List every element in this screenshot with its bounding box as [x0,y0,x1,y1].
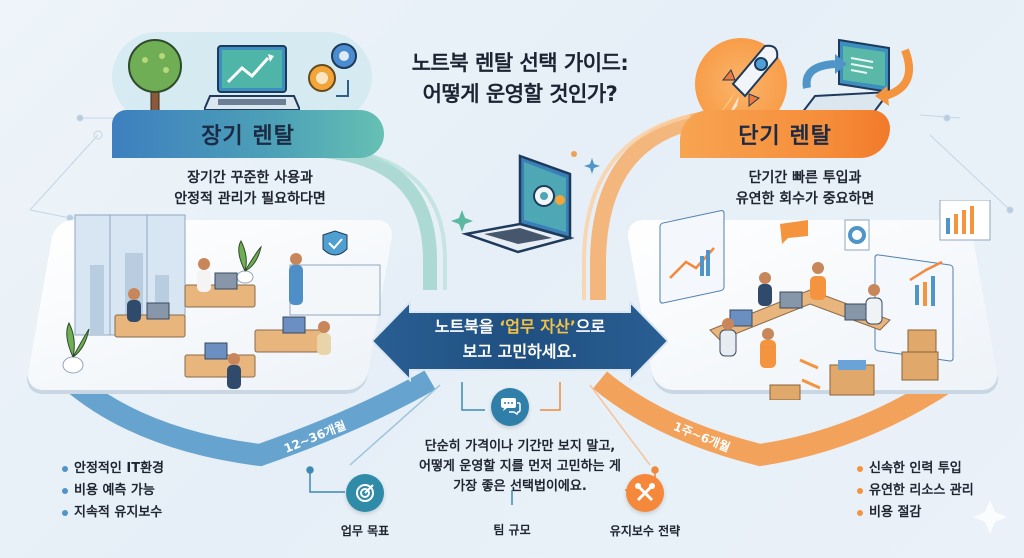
list-item: 비용 절감 [857,502,974,524]
factor-team-size: 팀 규모 [493,523,531,537]
bullet-dot [62,466,68,472]
title-line-2: 어떻게 운영할 것인가? [422,82,618,106]
short-term-heading: 단기 렌탈 [738,124,832,149]
factor-business-goal: 업무 목표 [330,474,400,539]
factor-label: 유지보수 전략 [609,524,681,538]
factor-label: 업무 목표 [340,524,390,538]
center-message: 노트북을 ‘업무 자산’으로 보고 고민하세요. [434,317,606,361]
list-item: 지속적 유지보수 [62,502,164,524]
highlight-business-asset: ‘업무 자산’ [499,317,576,336]
tree-icon [125,39,185,120]
title-line-1: 노트북 렌탈 선택 가이드: [411,51,629,75]
list-item: 안정적인 IT환경 [62,458,164,480]
page-title: 노트북 렌탈 선택 가이드: 어떻게 운영할 것인가? [360,48,680,110]
long-term-subtitle: 장기간 꾸준한 사용과 안정적 관리가 필요하다면 [174,170,326,207]
short-term-subtitle: 단기간 빠른 투입과 유연한 회수가 중요하면 [735,170,875,207]
short-term-office-illustration [659,200,991,400]
bottom-advice-text: 단순히 가격이나 기간만 보지 말고, 어떻게 운영할 지를 먼저 고민하는 게… [418,439,622,494]
center-message-arrow: 노트북을 ‘업무 자산’으로 보고 고민하세요. [372,300,668,382]
list-item: 신속한 인력 투입 [857,458,974,480]
long-term-heading: 장기 렌탈 [201,124,295,149]
center-laptop-settings-icon [451,151,600,254]
list-item: 비용 예측 가능 [62,480,164,502]
long-term-office-illustration [62,214,381,389]
double-arrow-shape [372,300,668,382]
short-term-benefits-list: 신속한 인력 투입 유연한 리소스 관리 비용 절감 [857,458,974,524]
gears-icon [308,43,357,97]
factor-maintenance-strategy: 유지보수 전략 [600,474,690,539]
bullet-dot [857,488,863,494]
bullet-dot [857,510,863,516]
chat-bubbles-icon [491,388,529,426]
list-item: 유연한 리소스 관리 [857,480,974,502]
target-icon [346,474,384,512]
wrench-tools-icon [626,474,664,512]
long-term-benefits-list: 안정적인 IT환경 비용 예측 가능 지속적 유지보수 [62,458,164,524]
long-term-icon-cluster [112,32,372,122]
bullet-dot [62,488,68,494]
short-term-banner: 단기 렌탈 [680,110,890,158]
long-term-banner: 장기 렌탈 [112,110,384,158]
bullet-dot [62,510,68,516]
bullet-dot [857,466,863,472]
laptop-growth-chart-icon [204,45,300,111]
